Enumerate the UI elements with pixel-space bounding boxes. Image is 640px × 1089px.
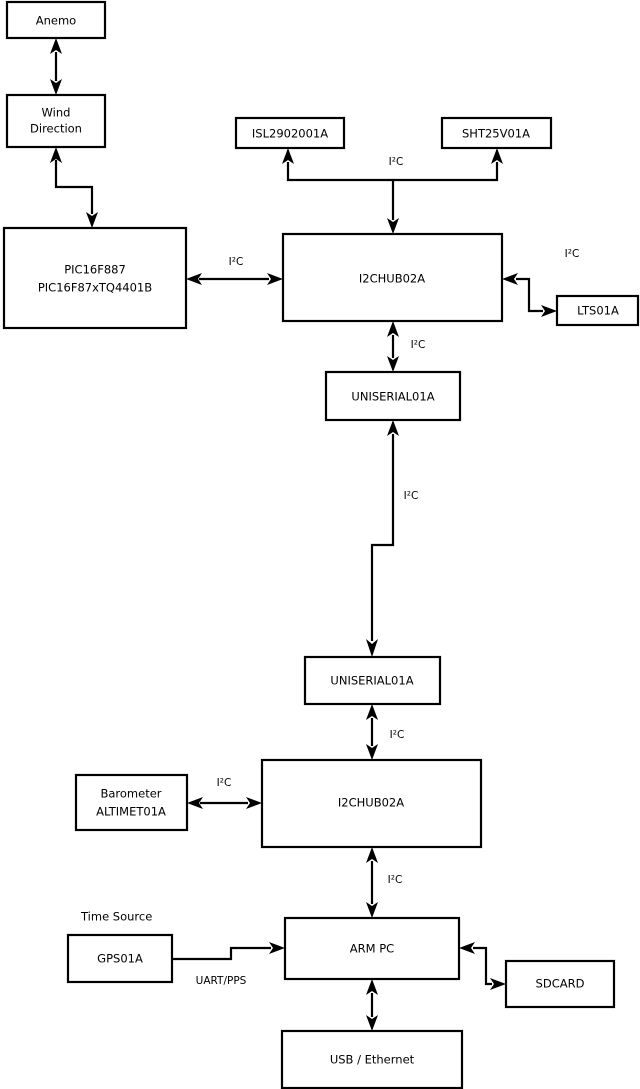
label-time-source: Time Source [80, 910, 152, 924]
node-barometer[interactable]: Barometer ALTIMET01A [74, 773, 189, 832]
node-label-isl: ISL2902001A [252, 127, 328, 141]
node-sdcard[interactable]: SDCARD [504, 959, 616, 1009]
node-wind-direction[interactable]: Wind Direction [5, 93, 107, 149]
node-uniserial01a-bottom[interactable]: UNISERIAL01A [303, 655, 442, 706]
node-usb-ethernet[interactable]: USB / Ethernet [280, 1029, 464, 1089]
arrow-head-right [267, 273, 283, 285]
edge-anemo-wind [50, 38, 62, 95]
arrow-head-up [366, 979, 378, 995]
edge-label-gps-armpc: UART/PPS [196, 975, 247, 987]
node-arm-pc[interactable]: ARM PC [283, 916, 461, 981]
node-label-barometer-line2: ALTIMET01A [96, 805, 166, 819]
edge-label-uniserial-link: I²C [404, 490, 419, 502]
arrow-head-down [366, 902, 378, 918]
arrow-head-up [387, 321, 399, 337]
arrow-head-up-sht [491, 148, 503, 164]
edge-hub-sensors: I²C [282, 148, 503, 234]
node-anemo[interactable]: Anemo [5, 0, 107, 40]
arrow-head-up [366, 704, 378, 720]
edge-hub-lts: I²C [502, 248, 579, 317]
node-label-gps: GPS01A [97, 952, 143, 966]
node-label-hub-top: I2CHUB02A [359, 272, 425, 286]
edge-label-barometer-hub: I²C [217, 777, 232, 789]
edge-label-pic-hub: I²C [229, 256, 244, 268]
edge-armpc-usbeth [366, 979, 378, 1031]
arrow-head-right [269, 942, 285, 954]
node-label-wind-line2: Direction [30, 122, 82, 136]
node-pic-mcu[interactable]: PIC16F887 PIC16F87xTQ4401B [2, 226, 188, 330]
node-label-hub-bottom: I2CHUB02A [338, 796, 404, 810]
edge-label-hub-lts: I²C [565, 248, 580, 260]
node-i2chub02a-bottom[interactable]: I2CHUB02A [260, 758, 483, 849]
arrow-head-down [86, 212, 98, 228]
arrow-head-down [387, 218, 399, 234]
node-label-uniserial-bottom: UNISERIAL01A [330, 674, 413, 688]
edge-label-uniserial-hub-bot: I²C [390, 729, 405, 741]
node-label-barometer-line1: Barometer [100, 787, 161, 801]
node-i2chub02a-top[interactable]: I2CHUB02A [281, 232, 504, 323]
node-label-sdcard: SDCARD [536, 977, 585, 991]
edge-uniserial-hub-bot: I²C [366, 704, 404, 760]
arrow-head-down [366, 1015, 378, 1031]
arrow-head-left [502, 273, 518, 285]
arrow-head-left [186, 273, 202, 285]
edge-uniserial-link: I²C [366, 420, 418, 657]
node-label-wind-line1: Wind [42, 106, 71, 120]
arrow-head-down [366, 639, 378, 657]
arrow-head-left [459, 942, 475, 954]
edge-armpc-sdcard [459, 942, 506, 990]
arrow-head-right [490, 978, 506, 990]
arrow-head-up [50, 38, 62, 54]
arrow-head-down [387, 356, 399, 372]
edge-label-hub-sensors: I²C [389, 156, 404, 168]
node-gps01a[interactable]: GPS01A [66, 933, 174, 984]
edge-barometer-hub: I²C [187, 777, 262, 809]
arrow-head-up [50, 147, 62, 163]
edge-label-hub-uniserial: I²C [411, 339, 426, 351]
edge-hub-uniserial-top: I²C [387, 321, 425, 372]
edge-label-hub-armpc: I²C [388, 874, 403, 886]
arrow-head-up-isl [282, 148, 294, 164]
node-label-anemo: Anemo [36, 14, 76, 28]
node-label-sht: SHT25V01A [462, 127, 530, 141]
node-label-pic-line2: PIC16F87xTQ4401B [38, 281, 152, 295]
node-uniserial01a-top[interactable]: UNISERIAL01A [324, 370, 462, 422]
node-label-usbeth: USB / Ethernet [330, 1053, 415, 1067]
edge-wind-pic [50, 147, 98, 228]
arrow-head-right [541, 305, 557, 317]
node-label-armpc: ARM PC [350, 942, 394, 956]
edge-hub-armpc: I²C [366, 847, 402, 918]
node-sht25v01a[interactable]: SHT25V01A [440, 116, 553, 150]
node-label-lts: LTS01A [577, 304, 619, 318]
arrow-head-left [187, 797, 203, 809]
arrow-head-up [366, 847, 378, 863]
edge-pic-hub: I²C [186, 256, 283, 285]
node-label-pic-line1: PIC16F887 [64, 263, 126, 277]
edge-gps-armpc: UART/PPS [172, 942, 285, 987]
node-label-uniserial-top: UNISERIAL01A [351, 390, 434, 404]
arrow-head-right [246, 797, 262, 809]
node-isl2902001a[interactable]: ISL2902001A [234, 116, 346, 150]
arrow-head-up [387, 420, 399, 436]
arrow-head-down [366, 744, 378, 760]
arrow-head-down [50, 79, 62, 95]
node-lts01a[interactable]: LTS01A [555, 294, 640, 327]
